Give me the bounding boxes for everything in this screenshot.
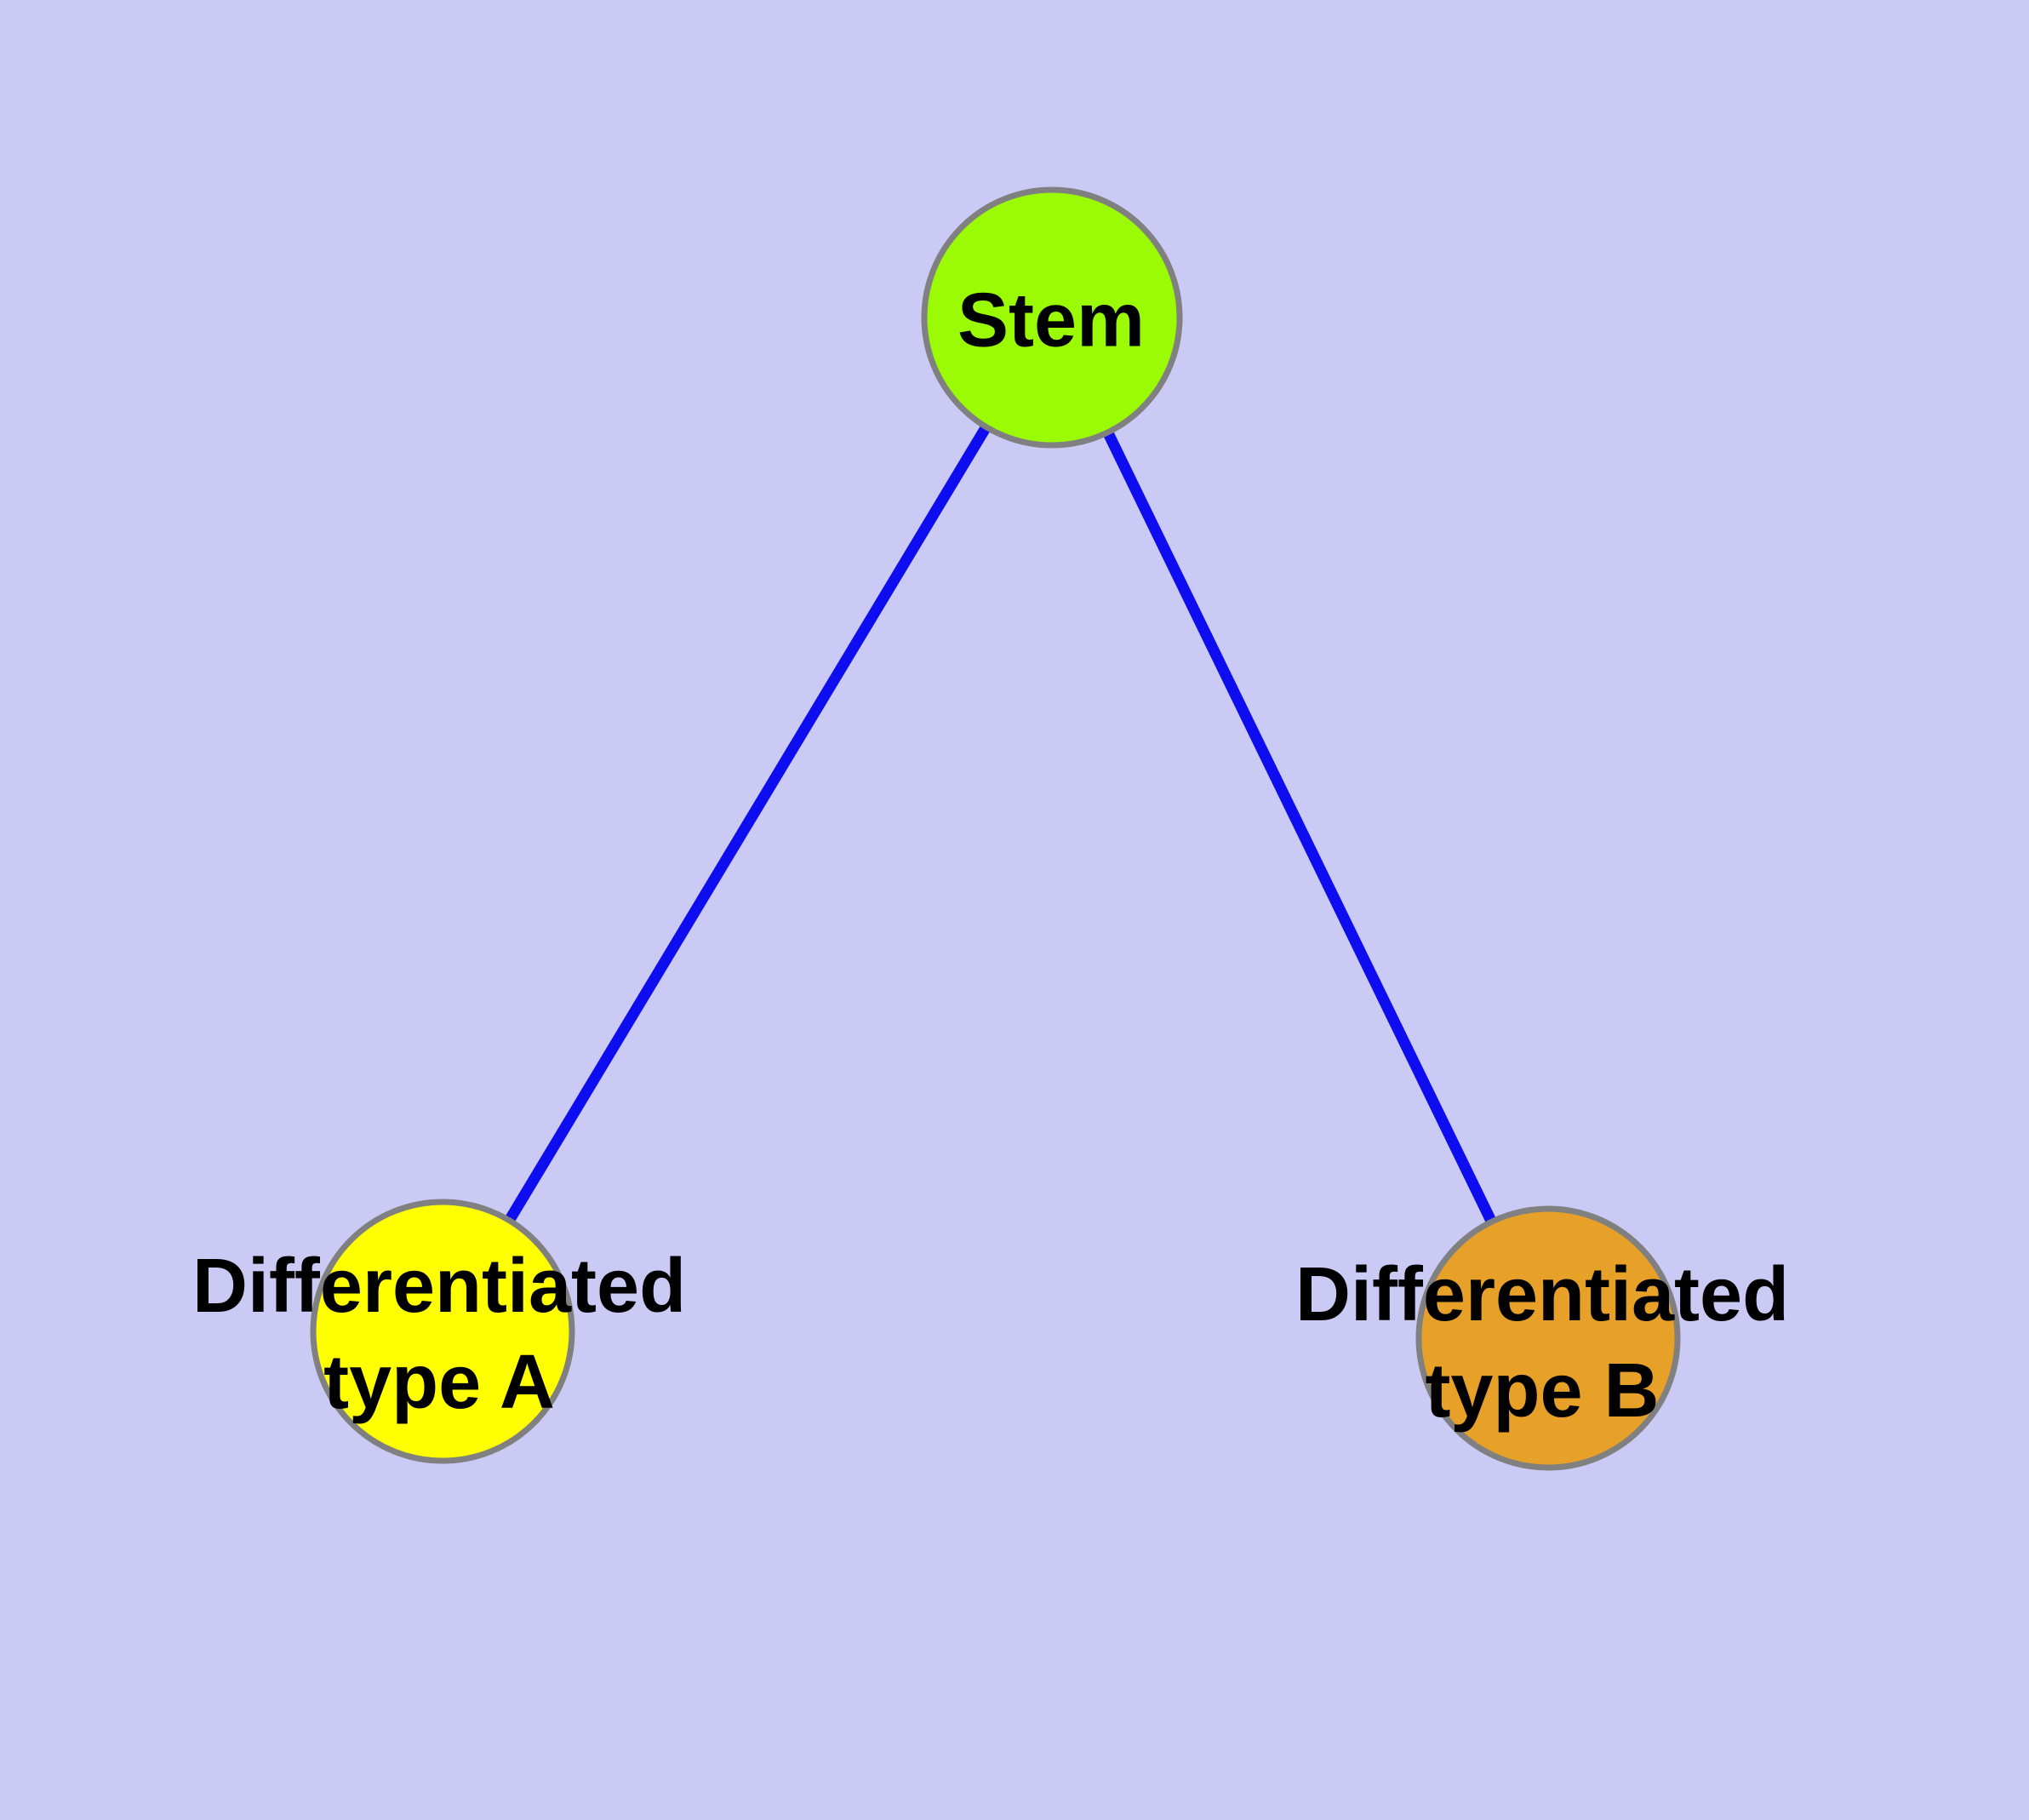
- node-differentiated-type-a: [310, 1199, 575, 1464]
- node-label-stem-line1: Stem: [957, 278, 1146, 363]
- node-label-differentiated-type-a: Differentiated type A: [192, 1239, 686, 1431]
- node-differentiated-type-b: [1415, 1205, 1681, 1471]
- node-label-type-b-line1: Differentiated: [1295, 1252, 1790, 1337]
- node-label-type-b-line2: type B: [1425, 1348, 1660, 1434]
- node-stem: [921, 186, 1183, 449]
- edge-stem-to-type-b: [1046, 312, 1554, 1344]
- node-label-differentiated-type-b: Differentiated type B: [1295, 1247, 1789, 1439]
- edge-stem-to-type-a: [437, 312, 1058, 1337]
- node-label-type-a-line1: Differentiated: [191, 1244, 687, 1329]
- node-label-stem: Stem: [957, 273, 1145, 369]
- node-label-type-a-line2: type A: [323, 1340, 555, 1425]
